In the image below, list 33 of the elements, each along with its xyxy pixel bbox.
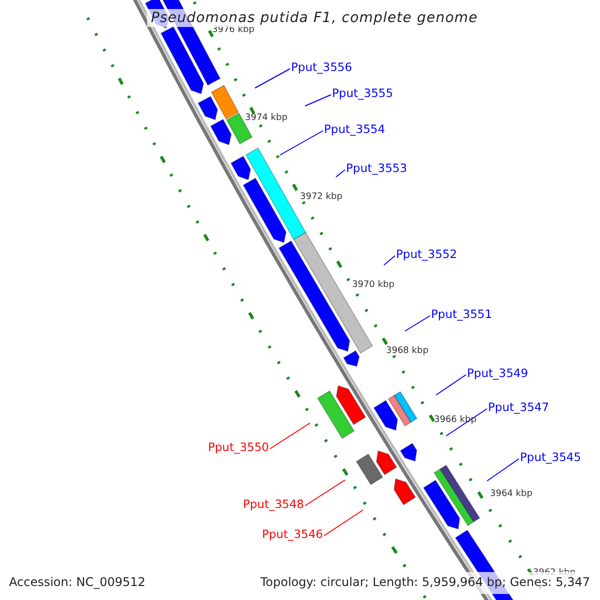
leader-line bbox=[336, 169, 346, 178]
leader-line bbox=[254, 68, 290, 88]
gene-label: Pput_3547 bbox=[488, 402, 550, 414]
scale-label: 3976 kbp bbox=[212, 26, 254, 35]
gene-label: Pput_3550 bbox=[208, 442, 269, 454]
leader-line bbox=[270, 422, 310, 450]
leader-line bbox=[446, 408, 488, 436]
gene-label: Pput_3551 bbox=[431, 309, 492, 320]
gene-label: Pput_3545 bbox=[520, 452, 582, 464]
leader-line bbox=[324, 510, 364, 536]
gene-label: Pput_3549 bbox=[467, 368, 528, 380]
gene-label: Pput_3552 bbox=[396, 249, 458, 260]
leader-line bbox=[304, 480, 346, 506]
gene-label: Pput_3555 bbox=[332, 88, 394, 100]
scale-label: 3974 kbp bbox=[245, 114, 288, 123]
scale-label: 3964 kbp bbox=[490, 490, 532, 499]
leader-line bbox=[486, 458, 520, 482]
gene-label: Pput_3546 bbox=[262, 529, 323, 540]
gene-label: Pput_3548 bbox=[242, 499, 304, 510]
scale-label: 3962 kbp bbox=[533, 569, 576, 578]
leader-line bbox=[304, 94, 332, 106]
leader-line bbox=[436, 374, 466, 396]
gene-label: Pput_3554 bbox=[324, 124, 386, 136]
gene-label: Pput_3553 bbox=[346, 163, 408, 174]
scale-label: 3972 kbp bbox=[300, 193, 342, 202]
scale-label: 3970 kbp bbox=[352, 281, 394, 290]
leader-line bbox=[384, 255, 396, 266]
genome-summary-text: Topology: circular; Length: 5,959,964 bp; Genes: 5,347 bbox=[260, 576, 590, 588]
leader-line bbox=[404, 315, 430, 332]
gene-label: Pput_3556 bbox=[291, 62, 352, 74]
leader-line bbox=[280, 130, 324, 156]
scale-label: 3968 kbp bbox=[386, 347, 428, 356]
accession-text: Accession: NC_009512 bbox=[9, 576, 146, 588]
